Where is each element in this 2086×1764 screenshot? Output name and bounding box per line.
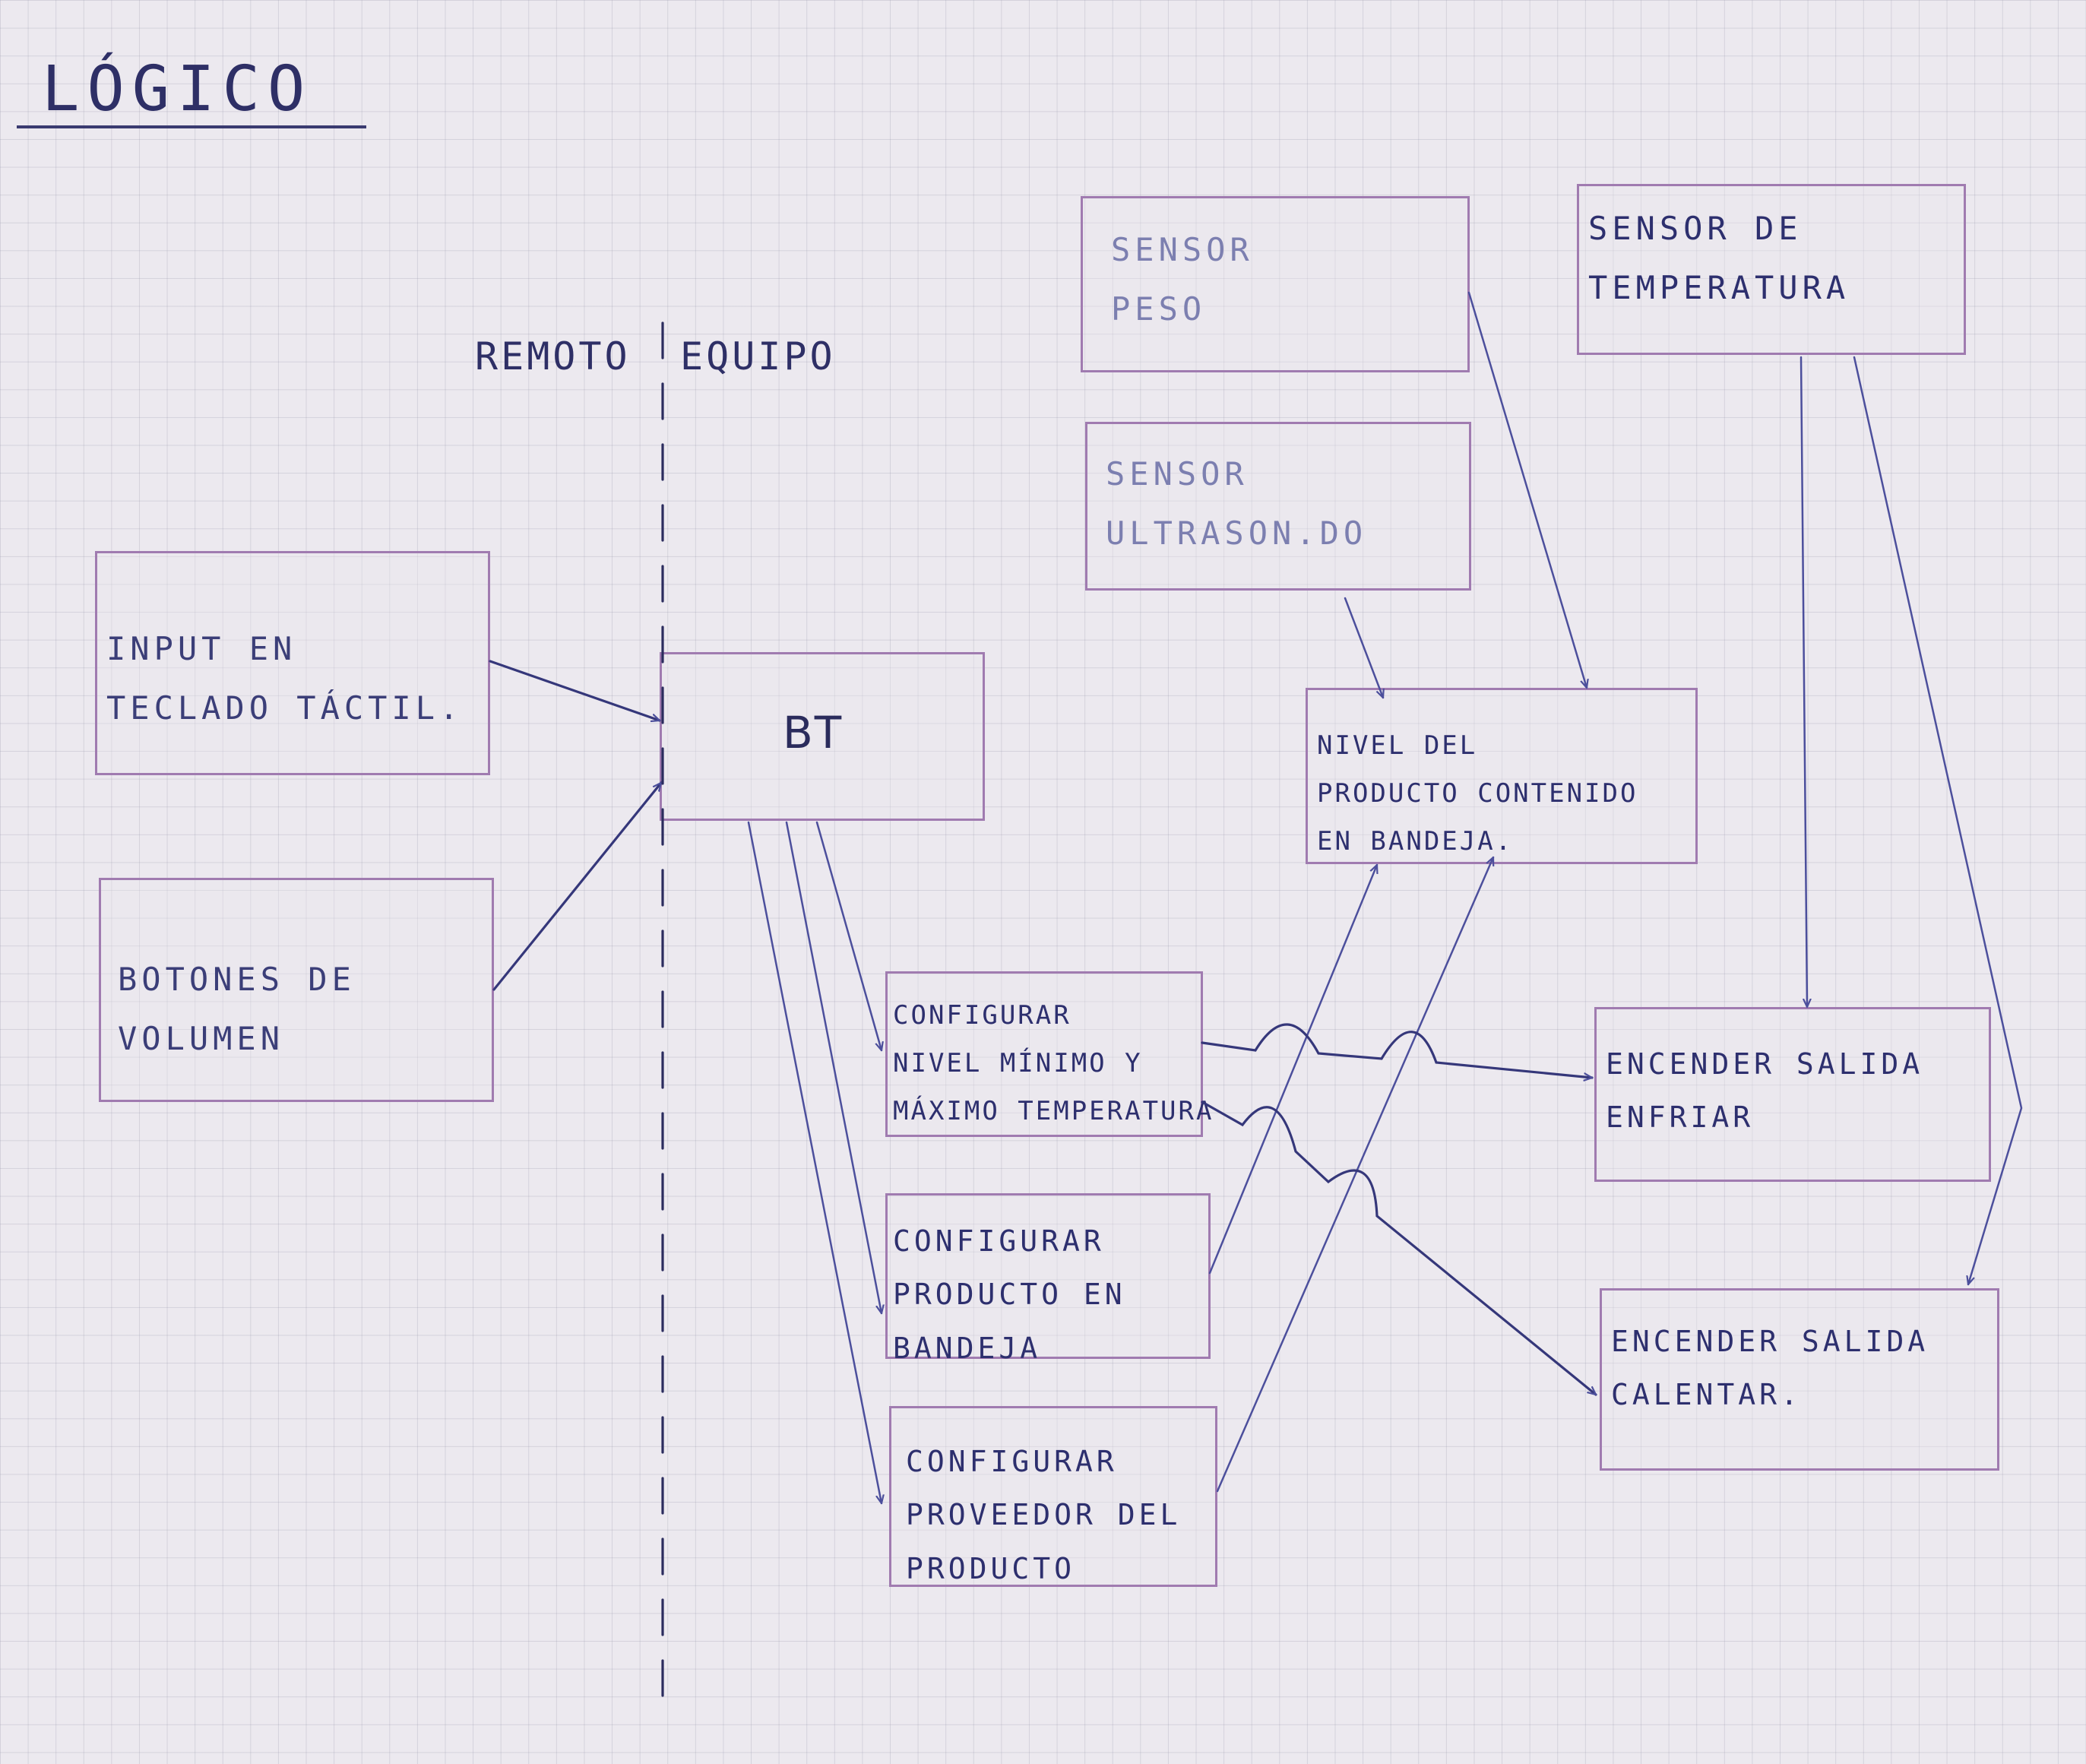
nivel-producto-label: NIVEL DEL PRODUCTO CONTENIDO EN BANDEJA. [1317, 730, 1638, 857]
bt-box [660, 652, 985, 821]
arrow-bt-to-config-temperatura [815, 821, 882, 1050]
zone-label-equipo: EQUIPO [680, 334, 836, 378]
config-temperatura-box [885, 971, 1203, 1137]
arrow-bt-to-config-producto [785, 821, 882, 1313]
arrow-config-temperatura-to-enfriar [1201, 1023, 1594, 1078]
config-proveedor-label: CONFIGURAR PROVEEDOR DEL PRODUCTO [906, 1445, 1182, 1585]
salida-calentar-box [1600, 1288, 1999, 1471]
arrow-bt-to-config-proveedor [747, 821, 882, 1503]
sensor-temperatura-box [1577, 184, 1966, 355]
config-proveedor-box [889, 1406, 1217, 1587]
arrow-ultrasonido-to-nivel [1344, 597, 1383, 698]
arrow-teclado-to-bt [489, 660, 660, 720]
input-teclado-label: INPUT EN TECLADO TÁCTIL. [106, 630, 464, 727]
config-temperatura-label: CONFIGURAR NIVEL MÍNIMO Y MÁXIMO TEMPERA… [893, 1000, 1214, 1126]
title-underline [17, 125, 366, 128]
zone-label-remoto: REMOTO [475, 334, 631, 378]
salida-enfriar-box [1594, 1007, 1991, 1182]
arrow-config-temperatura-to-calentar [1201, 1101, 1596, 1395]
arrow-temperatura-to-calentar [1853, 356, 2023, 1284]
sensor-temperatura-label: SENSOR DE TEMPERATURA [1588, 210, 1850, 306]
sensor-ultrasonido-box [1085, 422, 1471, 591]
sensor-ultrasonido-label: SENSOR ULTRASON.DO [1106, 455, 1368, 552]
arrow-peso-to-nivel [1467, 291, 1587, 688]
config-producto-box [885, 1193, 1211, 1359]
arrow-config-producto-to-nivel [1208, 865, 1377, 1275]
config-producto-label: CONFIGURAR PRODUCTO EN BANDEJA [893, 1224, 1126, 1365]
diagram-title: LÓGICO [42, 53, 313, 125]
arrow-config-proveedor-to-nivel [1216, 857, 1493, 1493]
salida-calentar-label: ENCENDER SALIDA CALENTAR. [1611, 1325, 1929, 1412]
sensor-peso-box [1081, 196, 1470, 372]
sensor-peso-label: SENSOR PESO [1111, 231, 1254, 328]
arrow-botones-to-bt [492, 783, 661, 991]
input-teclado-box [95, 551, 490, 775]
botones-volumen-box [99, 878, 494, 1102]
arrow-temperatura-to-enfriar [1800, 356, 1807, 1009]
botones-volumen-label: BOTONES DE VOLUMEN [118, 961, 356, 1057]
bt-label: BT [783, 707, 844, 758]
nivel-producto-box [1306, 688, 1698, 864]
salida-enfriar-label: ENCENDER SALIDA ENFRIAR [1606, 1047, 1924, 1135]
